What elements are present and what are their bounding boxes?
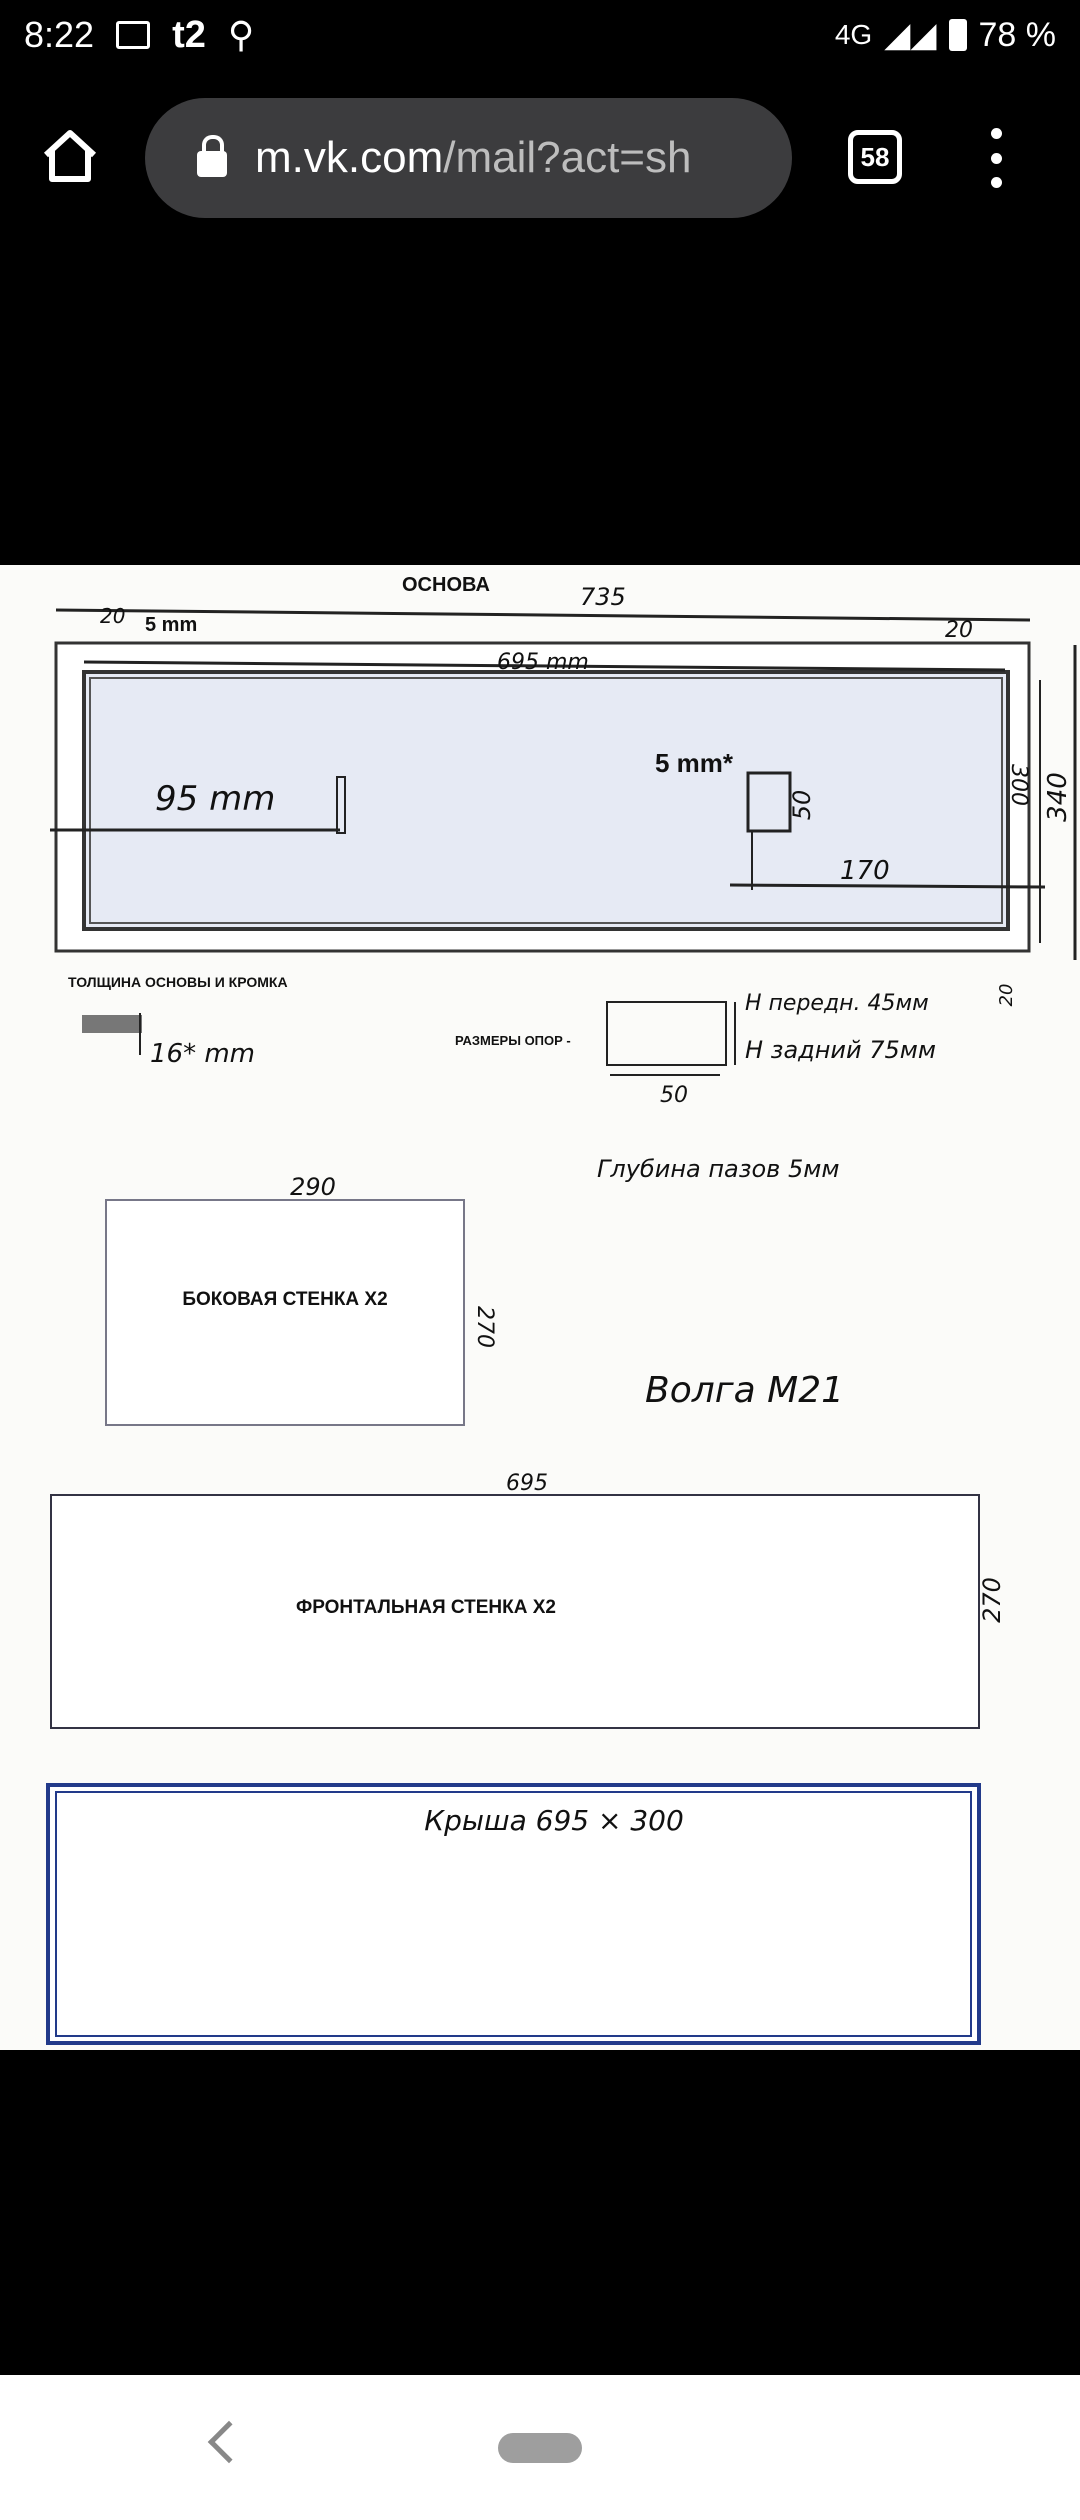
drawing-image: ОСНОВА 735 20 5 mm 695 mm 20 5 mm* 95 mm… [0, 565, 1080, 2050]
dim-340: 340 [1043, 772, 1073, 822]
url-host: m.vk.com [255, 133, 444, 182]
tab-switcher-button[interactable]: 58 [848, 130, 902, 184]
base-title: ОСНОВА [402, 574, 490, 596]
side-wall-width: 290 [290, 1173, 336, 1201]
address-bar[interactable]: m.vk.com/mail?act=sh [145, 98, 792, 218]
support-rect [606, 1001, 727, 1066]
thickness-label: ТОЛЩИНА ОСНОВЫ И КРОМКА [68, 974, 288, 990]
clock: 8:22 [24, 14, 95, 55]
support-front-height: H передн. 45мм [745, 991, 929, 1016]
front-wall-width: 695 [506, 1471, 548, 1496]
more-menu-icon[interactable] [990, 128, 1002, 188]
edge-profile-icon [82, 1015, 142, 1033]
drawing-line [729, 883, 1046, 889]
dim-inner-length: 695 mm [497, 650, 589, 675]
battery-icon [948, 19, 967, 51]
dim-170: 170 [840, 856, 890, 886]
dim-groove-offset: 5 mm [145, 614, 197, 636]
model-note: Волга М21 [645, 1370, 844, 1411]
signal-icon: ◢◢ [884, 16, 937, 54]
dim-edge-left: 20 [100, 604, 125, 628]
lock-icon [197, 135, 227, 177]
carrier-logo: t2 [172, 13, 206, 56]
navigation-bar [0, 2375, 1080, 2520]
browser-toolbar: m.vk.com/mail?act=sh 58 [0, 70, 1080, 240]
front-wall-height: 270 [978, 1577, 1006, 1623]
side-wall-label: БОКОВАЯ СТЕНКА Х2 [182, 1289, 387, 1310]
status-bar: 8:22 t2 ⚲ 4G ◢◢ 78 % [0, 0, 1080, 70]
dim-300: 300 [1006, 764, 1031, 806]
support-width: 50 [660, 1083, 688, 1108]
side-wall-rect [105, 1199, 465, 1426]
dim-line-735 [55, 608, 1031, 622]
image-icon [116, 21, 151, 49]
dim-bottom-edge: 20 [996, 984, 1017, 1007]
front-wall-rect [50, 1494, 980, 1729]
slot-left [336, 776, 346, 834]
slot-right [746, 771, 792, 833]
dim-slot-height: 50 [788, 790, 816, 821]
network-type: 4G [834, 19, 873, 50]
supports-label: РАЗМЕРЫ ОПОР - [455, 1033, 571, 1048]
side-wall-height: 270 [472, 1306, 497, 1348]
roof-label: Крыша 695 × 300 [424, 1804, 684, 1837]
support-rear-height: H задний 75мм [745, 1036, 936, 1064]
front-wall-label: ФРОНТАЛЬНАЯ СТЕНКА Х2 [296, 1597, 556, 1618]
drawing-line [89, 677, 1003, 924]
home-gesture-pill[interactable] [498, 2433, 582, 2463]
thickness-value: 16* mm [150, 1039, 255, 1069]
drawing-line [83, 660, 1006, 672]
search-icon: ⚲ [227, 14, 255, 55]
dim-slot-offset: 95 mm [155, 779, 275, 819]
drawing-line [55, 1791, 972, 2037]
groove-depth-note: Глубина пазов 5мм [597, 1155, 839, 1183]
home-icon[interactable] [40, 125, 100, 185]
dim-groove-width: 5 mm* [655, 748, 734, 778]
battery-level: 78 % [978, 15, 1057, 54]
roof-rect [46, 1783, 981, 2045]
dim-edge-right: 20 [945, 618, 973, 643]
url-path: /mail?act=sh [443, 133, 692, 182]
back-icon[interactable] [207, 2420, 251, 2464]
dim-735: 735 [580, 583, 626, 611]
